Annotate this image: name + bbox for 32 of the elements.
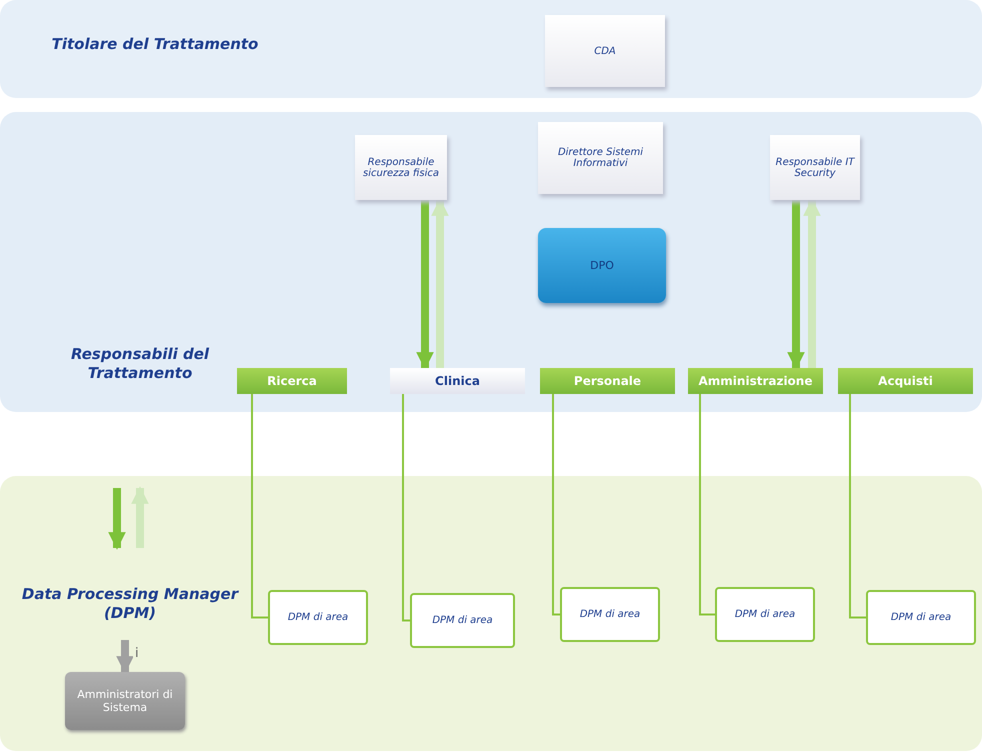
connector-line (849, 394, 866, 618)
band-heading: Data Processing Manager (DPM) (20, 585, 240, 622)
dpm-box: DPM di area (866, 590, 976, 645)
dpm-box: DPM di area (715, 587, 815, 642)
connector-line (251, 394, 268, 618)
block-arrow (431, 198, 449, 368)
block-arrow (803, 198, 821, 368)
department-bar: Amministrazione (688, 368, 823, 394)
band-panel (0, 476, 982, 751)
connector-line (552, 394, 560, 616)
role-box: Responsabile IT Security (770, 135, 860, 200)
band-panel (0, 112, 982, 412)
dpm-box: DPM di area (268, 590, 368, 645)
block-arrow (416, 200, 434, 370)
department-bar: Clinica (390, 368, 525, 394)
band-panel (0, 0, 982, 98)
role-box: Responsabile sicurezza fisica (355, 135, 447, 200)
department-bar: Ricerca (237, 368, 347, 394)
connector-line (699, 394, 715, 616)
dpo-box: DPO (538, 228, 666, 303)
dpm-box: DPM di area (560, 587, 660, 642)
department-bar: Personale (540, 368, 675, 394)
block-arrow (787, 200, 805, 370)
block-arrow (116, 640, 134, 674)
department-bar: Acquisti (838, 368, 973, 394)
admin-box: Amministratori di Sistema (65, 672, 185, 730)
dpm-box: DPM di area (410, 593, 515, 648)
band-heading: Responsabili del Trattamento (70, 345, 210, 382)
connector-line (402, 394, 410, 622)
role-box: CDA (545, 15, 665, 87)
band-heading: Titolare del Trattamento (50, 35, 260, 54)
role-box: Direttore Sistemi Informativi (538, 122, 663, 194)
